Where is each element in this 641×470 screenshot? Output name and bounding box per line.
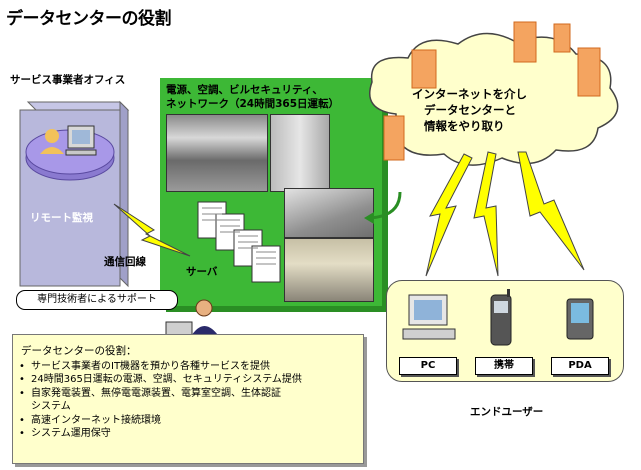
- roles-list: サービス事業者のIT機器を預かり各種サービスを提供 24時間365日運転の電源、…: [19, 360, 361, 441]
- device-label-mobile: 携帯: [475, 357, 533, 375]
- security-gate-photo: [284, 238, 374, 302]
- office-label: サービス事業者オフィス: [10, 74, 126, 86]
- role-item: システム運用保守: [19, 427, 361, 441]
- wireless-bolts: [425, 151, 585, 277]
- facilities-text-1: 電源、空調、ビルセキュリティ、: [166, 84, 323, 96]
- internet-cloud: [369, 21, 619, 166]
- end-user-devices-box: PC 携帯 PDA: [386, 280, 624, 382]
- server-room-photo: [166, 114, 268, 192]
- role-item-continuation: システム: [31, 401, 71, 413]
- device-label-pda: PDA: [551, 357, 609, 375]
- communication-line-bolt: [113, 203, 191, 257]
- computer-icon: [65, 125, 97, 156]
- ac-unit-photo: [284, 188, 374, 238]
- device-label-pc: PC: [399, 357, 457, 375]
- remote-monitor-label: リモート監視: [30, 212, 93, 224]
- page-title: データセンターの役割: [6, 9, 172, 29]
- cloud-text-1: インターネットを介し: [412, 87, 527, 101]
- pc-icon: [402, 294, 456, 340]
- role-item: 24時間365日運転の電源、空調、セキュリティシステム提供: [19, 373, 361, 387]
- operator-icon: [40, 129, 64, 154]
- office-building: [19, 100, 130, 288]
- mobile-phone-icon: [490, 289, 512, 346]
- facilities-text-2: ネットワーク（24時間365日運転）: [166, 98, 340, 110]
- roles-title: データセンターの役割：: [21, 345, 137, 357]
- cloud-text-2: データセンターと: [424, 103, 516, 117]
- pda-icon: [566, 298, 594, 340]
- roles-box: データセンターの役割： サービス事業者のIT機器を預かり各種サービスを提供 24…: [12, 334, 364, 464]
- power-panel-photo: [270, 114, 330, 192]
- server-racks-icon: [197, 201, 281, 283]
- curved-arrow-icon: [364, 191, 402, 224]
- role-item: サービス事業者のIT機器を預かり各種サービスを提供: [19, 360, 361, 374]
- cloud-text-3: 情報をやり取り: [424, 119, 505, 133]
- end-user-caption: エンドユーザー: [470, 406, 544, 418]
- server-label: サーバ: [186, 266, 218, 278]
- building-icons: [383, 21, 601, 161]
- line-label: 通信回線: [104, 256, 146, 268]
- support-bubble: 専門技術者によるサポート: [16, 290, 178, 310]
- role-item: 高速インターネット接続環境: [19, 414, 361, 428]
- role-item: 自家発電装置、無停電電源装置、電算室空調、生体認証: [19, 387, 361, 401]
